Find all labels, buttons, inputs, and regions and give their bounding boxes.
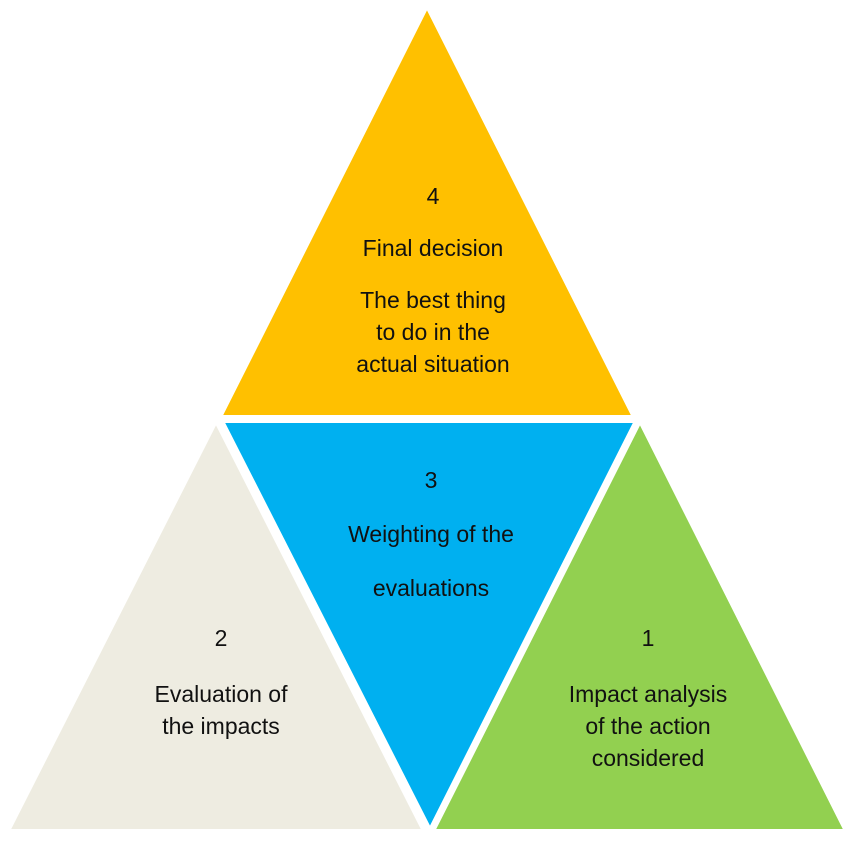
label-impact-analysis: 1 Impact analysis of the action consider… [569,622,728,774]
triangle-impact-analysis [429,416,850,833]
impact-analysis-line-3: considered [591,745,705,771]
evaluation-line-1: Evaluation of [154,681,288,707]
triangle-weighting [218,419,640,835]
evaluation-line-2: the impacts [162,713,280,739]
triangle-final-decision [216,1,638,419]
label-weighting: 3 Weighting of the evaluations [348,464,514,604]
label-final-decision: 4 Final decision The best thing to do in… [356,180,509,380]
step-number-1: 1 [641,625,655,651]
triangle-evaluation [4,416,428,833]
step-number-3: 3 [424,467,438,493]
weighting-line-1: Weighting of the [348,521,514,547]
step-number-2: 2 [214,625,228,651]
impact-analysis-line-1: Impact analysis [568,681,728,707]
final-decision-line-2: to do in the [376,319,490,345]
final-decision-title: Final decision [362,235,504,261]
label-evaluation: 2 Evaluation of the impacts [155,622,288,742]
final-decision-line-3: actual situation [356,351,510,377]
step-number-4: 4 [426,183,440,209]
weighting-line-2: evaluations [372,575,490,601]
impact-analysis-line-2: of the action [585,713,711,739]
final-decision-line-1: The best thing [360,287,506,313]
